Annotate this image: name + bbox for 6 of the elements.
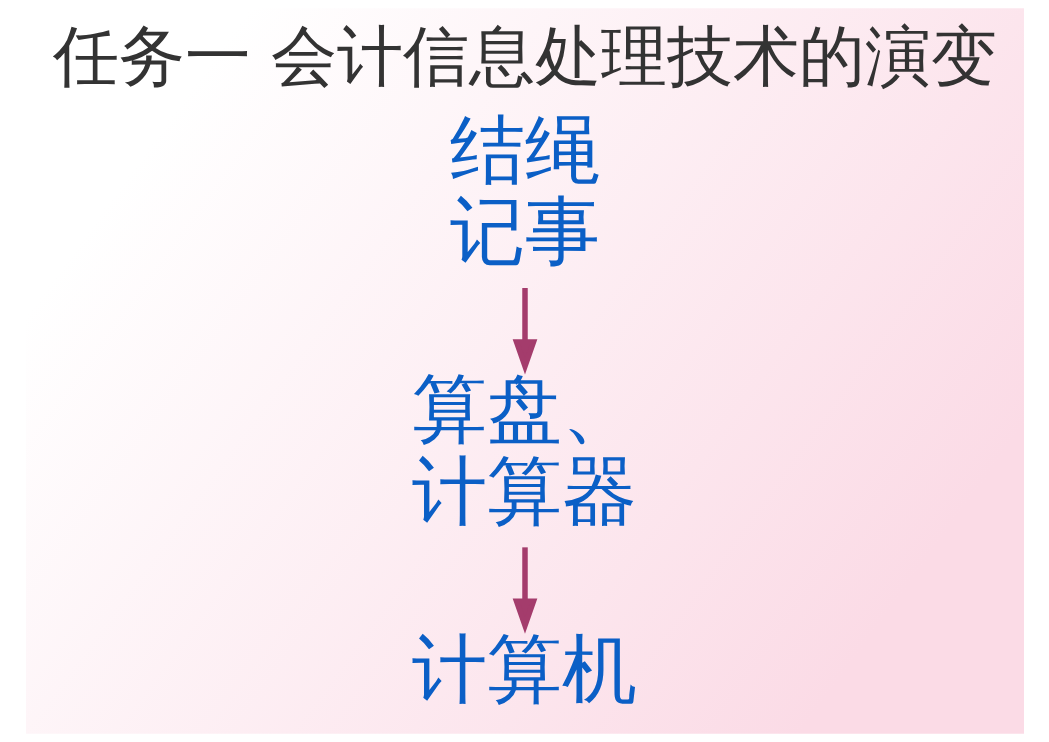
node-text: 结绳记事 xyxy=(449,108,600,274)
arrow xyxy=(512,288,537,375)
diagram-title: 任务一 会计信息处理技术的演变 xyxy=(52,17,997,95)
node-text: 计算机 xyxy=(412,627,637,711)
arrow xyxy=(512,547,537,634)
node-text: 算盘、计算器 xyxy=(412,368,637,533)
